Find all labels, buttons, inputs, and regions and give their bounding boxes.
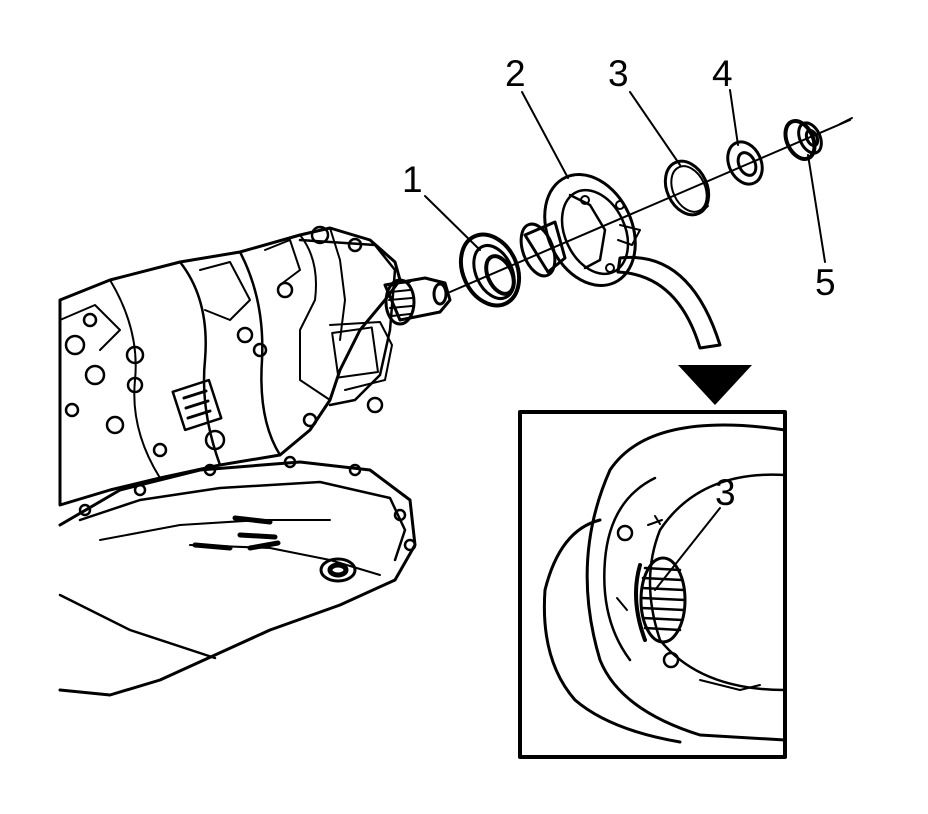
part-3-snap-ring [663, 159, 711, 217]
transmission-assembly [58, 225, 452, 697]
id-plate [171, 378, 223, 432]
detail-inset: 3 [518, 410, 787, 759]
callout-5: 5 [815, 262, 836, 303]
callout-2: 2 [505, 53, 526, 94]
output-shaft [383, 276, 452, 322]
drain-plug [319, 557, 357, 583]
leader-lines [424, 89, 826, 263]
detail-arrow [616, 255, 752, 405]
oil-pan [58, 460, 417, 697]
callout-4: 4 [712, 53, 733, 94]
part-5-nut [783, 119, 823, 161]
part-4-washer [726, 140, 764, 186]
part-2-extension-housing [519, 173, 641, 287]
detail-callout-3: 3 [715, 472, 736, 513]
callout-3: 3 [608, 53, 629, 94]
part-1-seal [458, 232, 522, 308]
callout-1: 1 [402, 159, 423, 200]
transmission-case [58, 226, 402, 507]
